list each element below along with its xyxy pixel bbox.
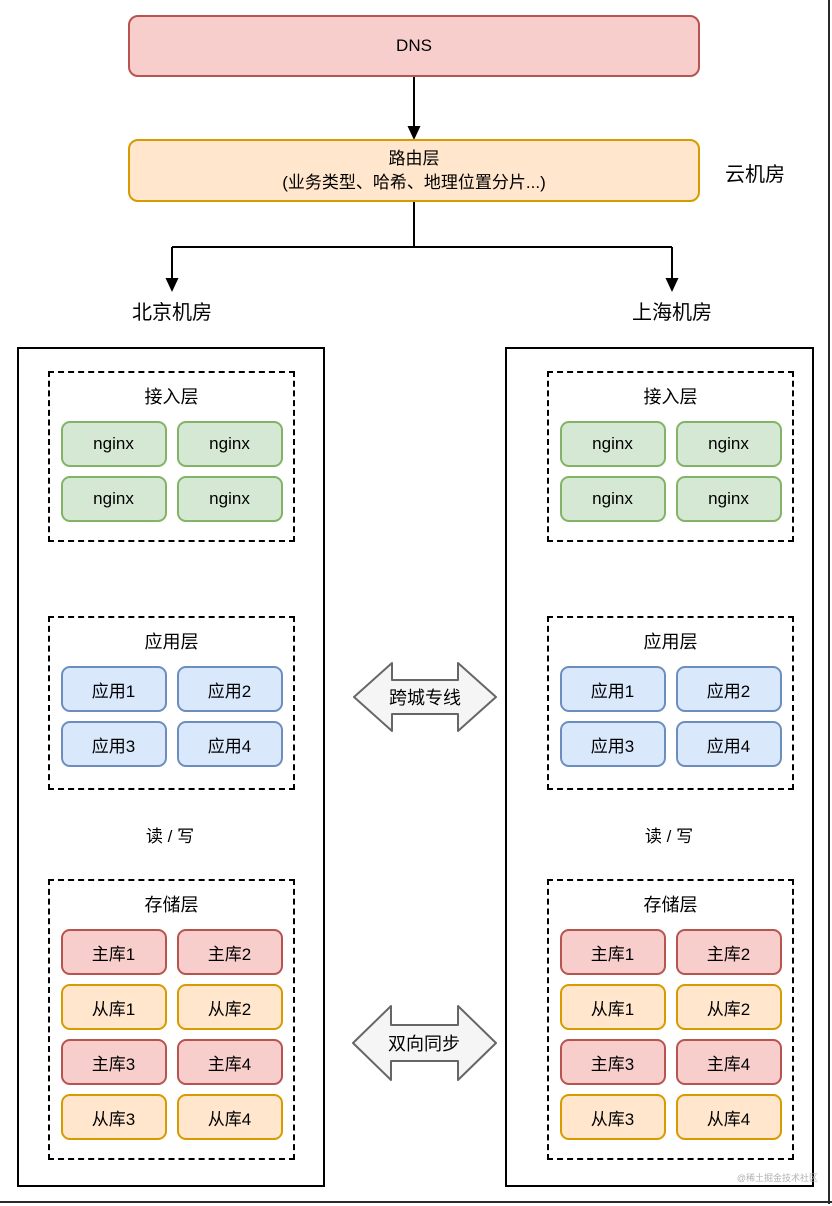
layer-title: 应用层 <box>144 632 199 652</box>
router-title: 路由层 <box>388 148 440 168</box>
image-right-border <box>828 0 830 1204</box>
arrow-down-icon <box>407 126 421 140</box>
nginx-node: nginx <box>176 476 283 522</box>
nginx-node: nginx <box>176 421 283 467</box>
nginx-node: nginx <box>60 476 167 522</box>
slave-db-node: 从库2 <box>176 984 283 1030</box>
arrow-down-icon <box>665 278 679 292</box>
node-grid: 主库1 主库2 从库1 从库2 主库3 主库4 从库3 从库4 <box>549 929 792 1140</box>
node-grid: nginx nginx nginx nginx <box>50 421 293 522</box>
app-node: 应用4 <box>176 721 283 767</box>
datacenter-shanghai: 接入层 nginx nginx nginx nginx 应用层 应用1 应用2 … <box>505 347 814 1187</box>
access-layer-beijing: 接入层 nginx nginx nginx nginx <box>48 371 295 542</box>
router-node: 路由层 (业务类型、哈希、地理位置分片...) <box>128 139 700 202</box>
app-node: 应用3 <box>559 721 666 767</box>
nginx-node: nginx <box>675 476 782 522</box>
node-grid: 应用1 应用2 应用3 应用4 <box>50 666 293 767</box>
layer-title: 存储层 <box>144 895 199 915</box>
master-db-node: 主库2 <box>176 929 283 975</box>
dc-label-shanghai: 上海机房 <box>632 302 712 324</box>
slave-db-node: 从库1 <box>60 984 167 1030</box>
access-layer-shanghai: 接入层 nginx nginx nginx nginx <box>547 371 794 542</box>
nginx-node: nginx <box>675 421 782 467</box>
layer-title: 存储层 <box>643 895 698 915</box>
layer-title: 应用层 <box>643 632 698 652</box>
storage-layer-shanghai: 存储层 主库1 主库2 从库1 从库2 主库3 主库4 从库3 从库4 <box>547 879 794 1160</box>
dns-label: DNS <box>396 36 432 56</box>
layer-title: 接入层 <box>144 387 199 407</box>
app-layer-beijing: 应用层 应用1 应用2 应用3 应用4 <box>48 616 295 790</box>
app-layer-shanghai: 应用层 应用1 应用2 应用3 应用4 <box>547 616 794 790</box>
slave-db-node: 从库3 <box>60 1094 167 1140</box>
master-db-node: 主库3 <box>60 1039 167 1085</box>
read-write-label-shanghai: 读 / 写 <box>639 822 699 847</box>
master-db-node: 主库1 <box>559 929 666 975</box>
app-node: 应用1 <box>559 666 666 712</box>
cloud-room-label: 云机房 <box>725 164 785 186</box>
node-grid: nginx nginx nginx nginx <box>549 421 792 522</box>
master-db-node: 主库2 <box>675 929 782 975</box>
layer-title: 接入层 <box>643 387 698 407</box>
dns-node: DNS <box>128 15 700 77</box>
app-node: 应用1 <box>60 666 167 712</box>
watermark: @稀土掘金技术社区 <box>736 1173 818 1183</box>
nginx-node: nginx <box>60 421 167 467</box>
bidirectional-sync-label: 双向同步 <box>388 1034 460 1054</box>
app-node: 应用4 <box>675 721 782 767</box>
node-grid: 应用1 应用2 应用3 应用4 <box>549 666 792 767</box>
slave-db-node: 从库2 <box>675 984 782 1030</box>
slave-db-node: 从库3 <box>559 1094 666 1140</box>
router-subtitle: (业务类型、哈希、地理位置分片...) <box>282 172 546 192</box>
storage-layer-beijing: 存储层 主库1 主库2 从库1 从库2 主库3 主库4 从库3 从库4 <box>48 879 295 1160</box>
app-node: 应用3 <box>60 721 167 767</box>
cross-city-line-label: 跨城专线 <box>389 688 461 708</box>
read-write-label-beijing: 读 / 写 <box>140 822 200 847</box>
master-db-node: 主库1 <box>60 929 167 975</box>
image-bottom-border <box>0 1201 832 1203</box>
dc-label-beijing: 北京机房 <box>132 302 212 324</box>
arrow-down-icon <box>165 278 179 292</box>
master-db-node: 主库4 <box>675 1039 782 1085</box>
router-branch-lines <box>171 200 673 282</box>
datacenter-beijing: 接入层 nginx nginx nginx nginx 应用层 应用1 应用2 … <box>17 347 325 1187</box>
nginx-node: nginx <box>559 476 666 522</box>
slave-db-node: 从库4 <box>675 1094 782 1140</box>
master-db-node: 主库4 <box>176 1039 283 1085</box>
app-node: 应用2 <box>176 666 283 712</box>
slave-db-node: 从库1 <box>559 984 666 1030</box>
slave-db-node: 从库4 <box>176 1094 283 1140</box>
node-grid: 主库1 主库2 从库1 从库2 主库3 主库4 从库3 从库4 <box>50 929 293 1140</box>
nginx-node: nginx <box>559 421 666 467</box>
app-node: 应用2 <box>675 666 782 712</box>
master-db-node: 主库3 <box>559 1039 666 1085</box>
